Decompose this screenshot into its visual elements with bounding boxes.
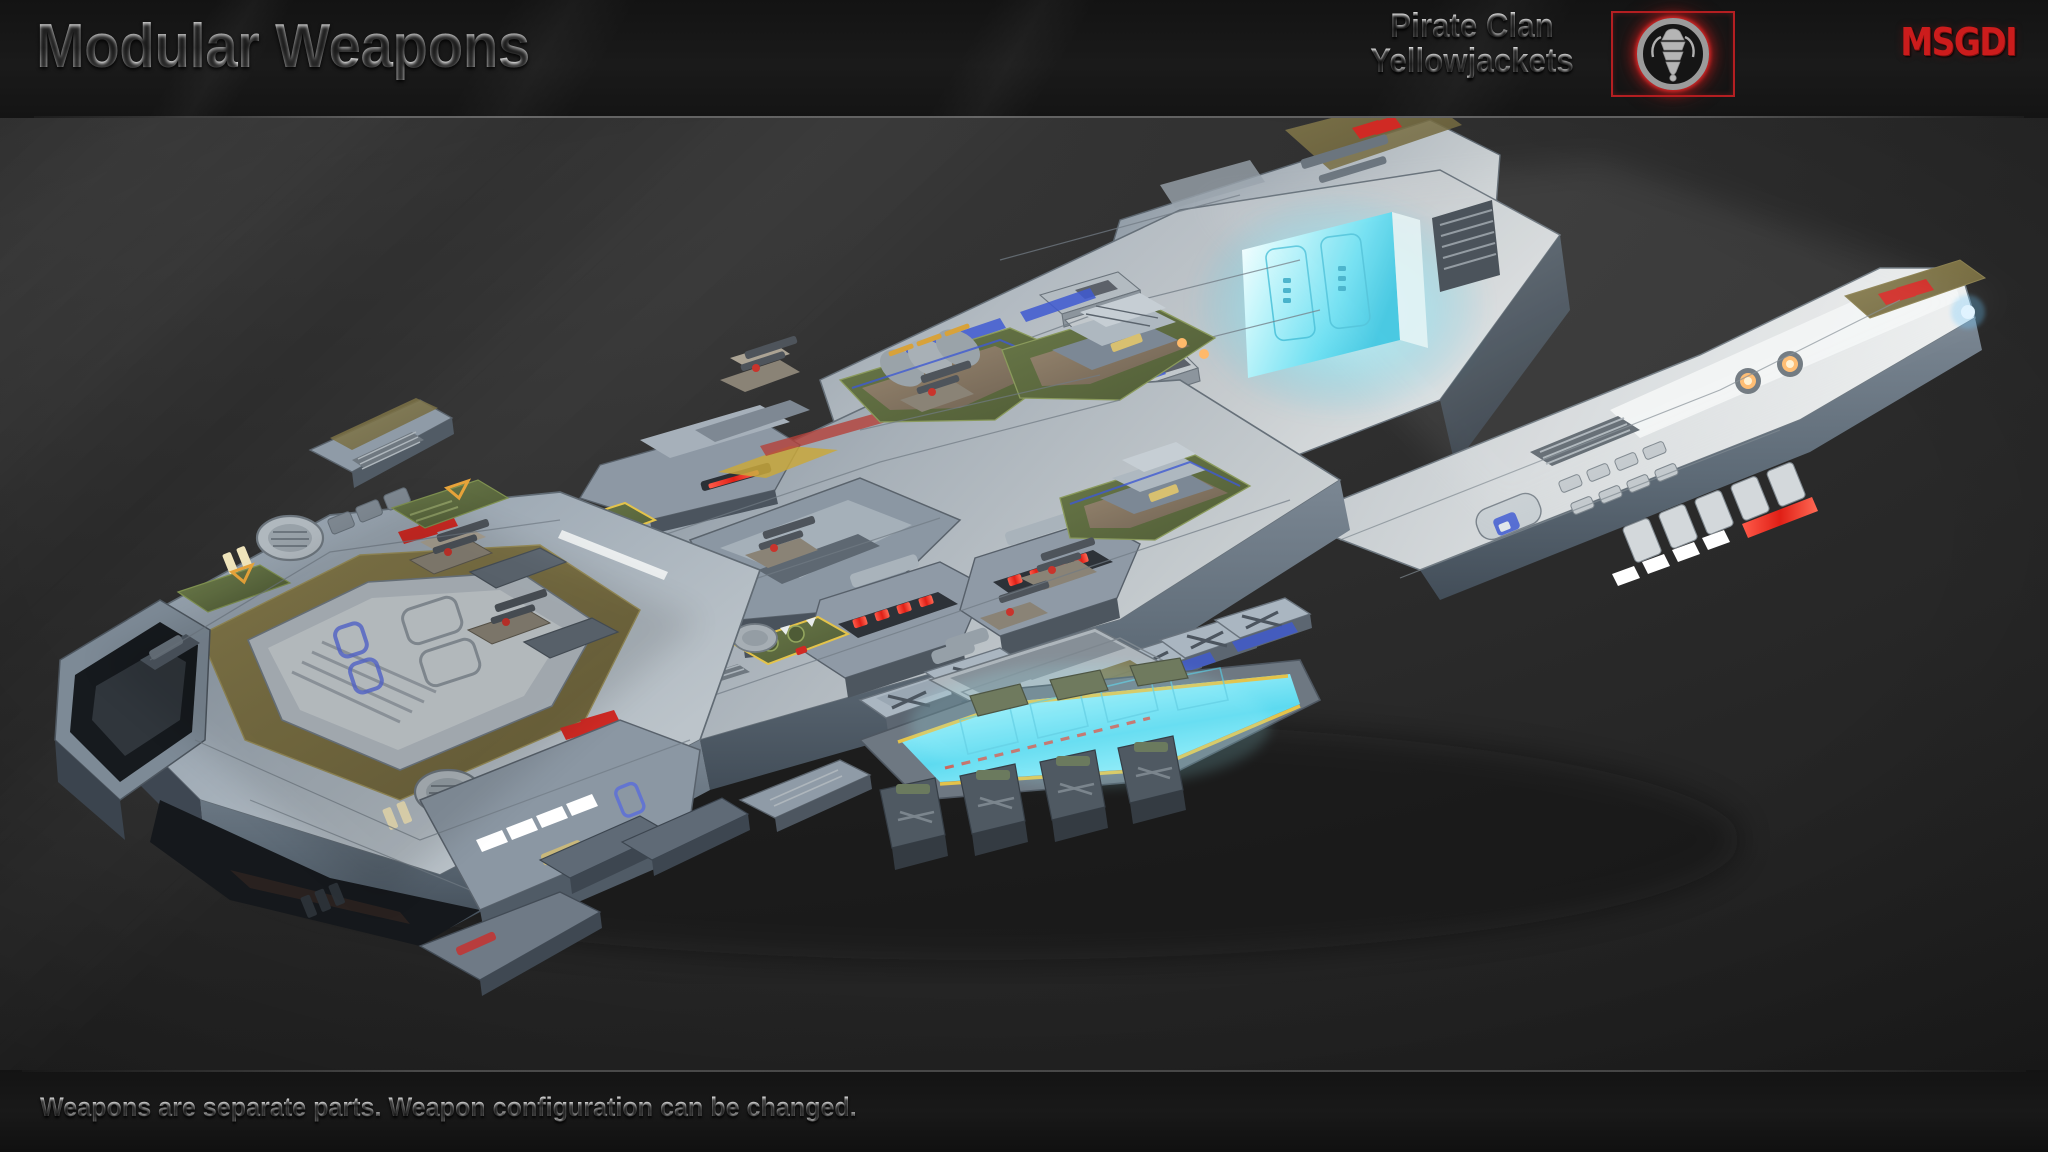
page-title: Modular Weapons — [36, 12, 530, 81]
title-bar: Modular Weapons Pirate Clan Yellowjacket… — [0, 0, 2048, 118]
clan-name-block: Pirate Clan Yellowjackets — [1340, 9, 1604, 78]
caption-bar: Weapons are separate parts. Weapon confi… — [0, 1070, 2048, 1152]
spaceship-render — [0, 100, 2048, 1060]
wasp-head-glyph — [1651, 28, 1695, 82]
point-defense-turret — [720, 335, 800, 392]
studio-logo: MSGDI — [1900, 20, 2018, 64]
clan-line-2: Yellowjackets — [1351, 43, 1594, 79]
circular-vent-port — [255, 514, 325, 562]
bow-dorsal-fin — [308, 398, 454, 488]
clan-line-1: Pirate Clan — [1351, 9, 1594, 44]
yellowjacket-wasp-emblem-icon — [1611, 11, 1735, 97]
caption-text: Weapons are separate parts. Weapon confi… — [40, 1092, 857, 1122]
wingtip-nav-light — [1951, 295, 1985, 329]
